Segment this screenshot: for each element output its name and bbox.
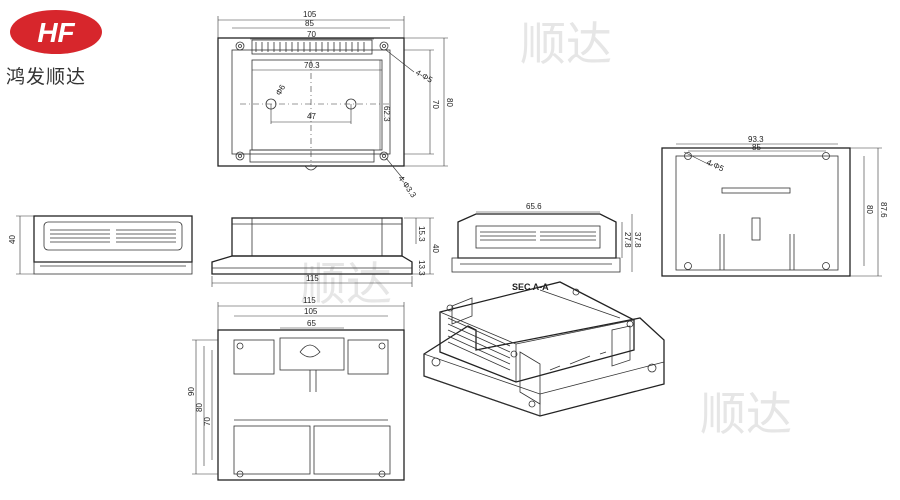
dim-85-back: 85 bbox=[752, 143, 761, 152]
dim-47: 47 bbox=[307, 112, 316, 121]
dim-90: 90 bbox=[187, 387, 196, 396]
dim-105: 105 bbox=[303, 10, 317, 19]
dim-87-6: 87.6 bbox=[879, 202, 888, 218]
watermark: 顺达 顺达 顺达 bbox=[300, 17, 792, 441]
logo-icon: HF bbox=[10, 10, 102, 54]
dim-70-3: 70.3 bbox=[304, 61, 320, 70]
brand: HF 鸿发顺达 bbox=[0, 0, 120, 100]
dim-phi5: 4-Φ5 bbox=[414, 68, 435, 85]
top-view: 105 85 70 70.3 47 Φ6 62.3 70 80 4-Φ5 4-Φ… bbox=[217, 10, 454, 200]
dim-80v: 80 bbox=[445, 98, 454, 107]
logo-text: HF bbox=[37, 17, 75, 48]
dim-70-bottom: 70 bbox=[203, 417, 212, 426]
brand-name: 鸿发顺达 bbox=[6, 66, 87, 88]
side-view: 15.3 40 13.3 115 bbox=[211, 217, 440, 287]
dim-93-3: 93.3 bbox=[748, 135, 764, 144]
dim-65: 65 bbox=[307, 319, 316, 328]
dim-115: 115 bbox=[306, 274, 319, 283]
front-view: 40 bbox=[8, 215, 193, 275]
isometric-view bbox=[423, 281, 665, 417]
dim-27-8: 27.8 bbox=[623, 232, 632, 248]
dim-13-3: 13.3 bbox=[417, 260, 426, 276]
dim-phi3-3: 4-Φ3.3 bbox=[396, 174, 418, 200]
dim-80-back: 80 bbox=[865, 205, 874, 214]
dim-70: 70 bbox=[307, 30, 316, 39]
dim-65-6: 65.6 bbox=[526, 202, 542, 211]
bottom-view: 115 105 65 90 80 70 bbox=[187, 296, 405, 481]
dim-70v: 70 bbox=[431, 100, 440, 109]
watermark-text: 顺达 bbox=[700, 387, 792, 441]
section-view: 65.6 27.8 37.8 SEC A-A bbox=[451, 202, 642, 292]
watermark-text: 顺达 bbox=[300, 257, 392, 311]
dim-115-bottom: 115 bbox=[303, 296, 316, 305]
dim-40-side: 40 bbox=[431, 244, 440, 253]
dim-15-3: 15.3 bbox=[417, 226, 426, 242]
watermark-text: 顺达 bbox=[520, 17, 612, 71]
back-view: 93.3 85 4-Φ5 80 87.6 bbox=[661, 135, 888, 277]
dim-37-8: 37.8 bbox=[633, 232, 642, 248]
dim-phi6: Φ6 bbox=[274, 83, 287, 97]
dim-phi5-back: 4-Φ5 bbox=[705, 158, 726, 174]
dim-105-bottom: 105 bbox=[304, 307, 318, 316]
dim-62-3: 62.3 bbox=[382, 106, 391, 122]
dim-85: 85 bbox=[305, 19, 314, 28]
dim-80-bottom: 80 bbox=[195, 403, 204, 412]
section-label: SEC A-A bbox=[512, 282, 549, 292]
dim-40: 40 bbox=[8, 235, 17, 244]
